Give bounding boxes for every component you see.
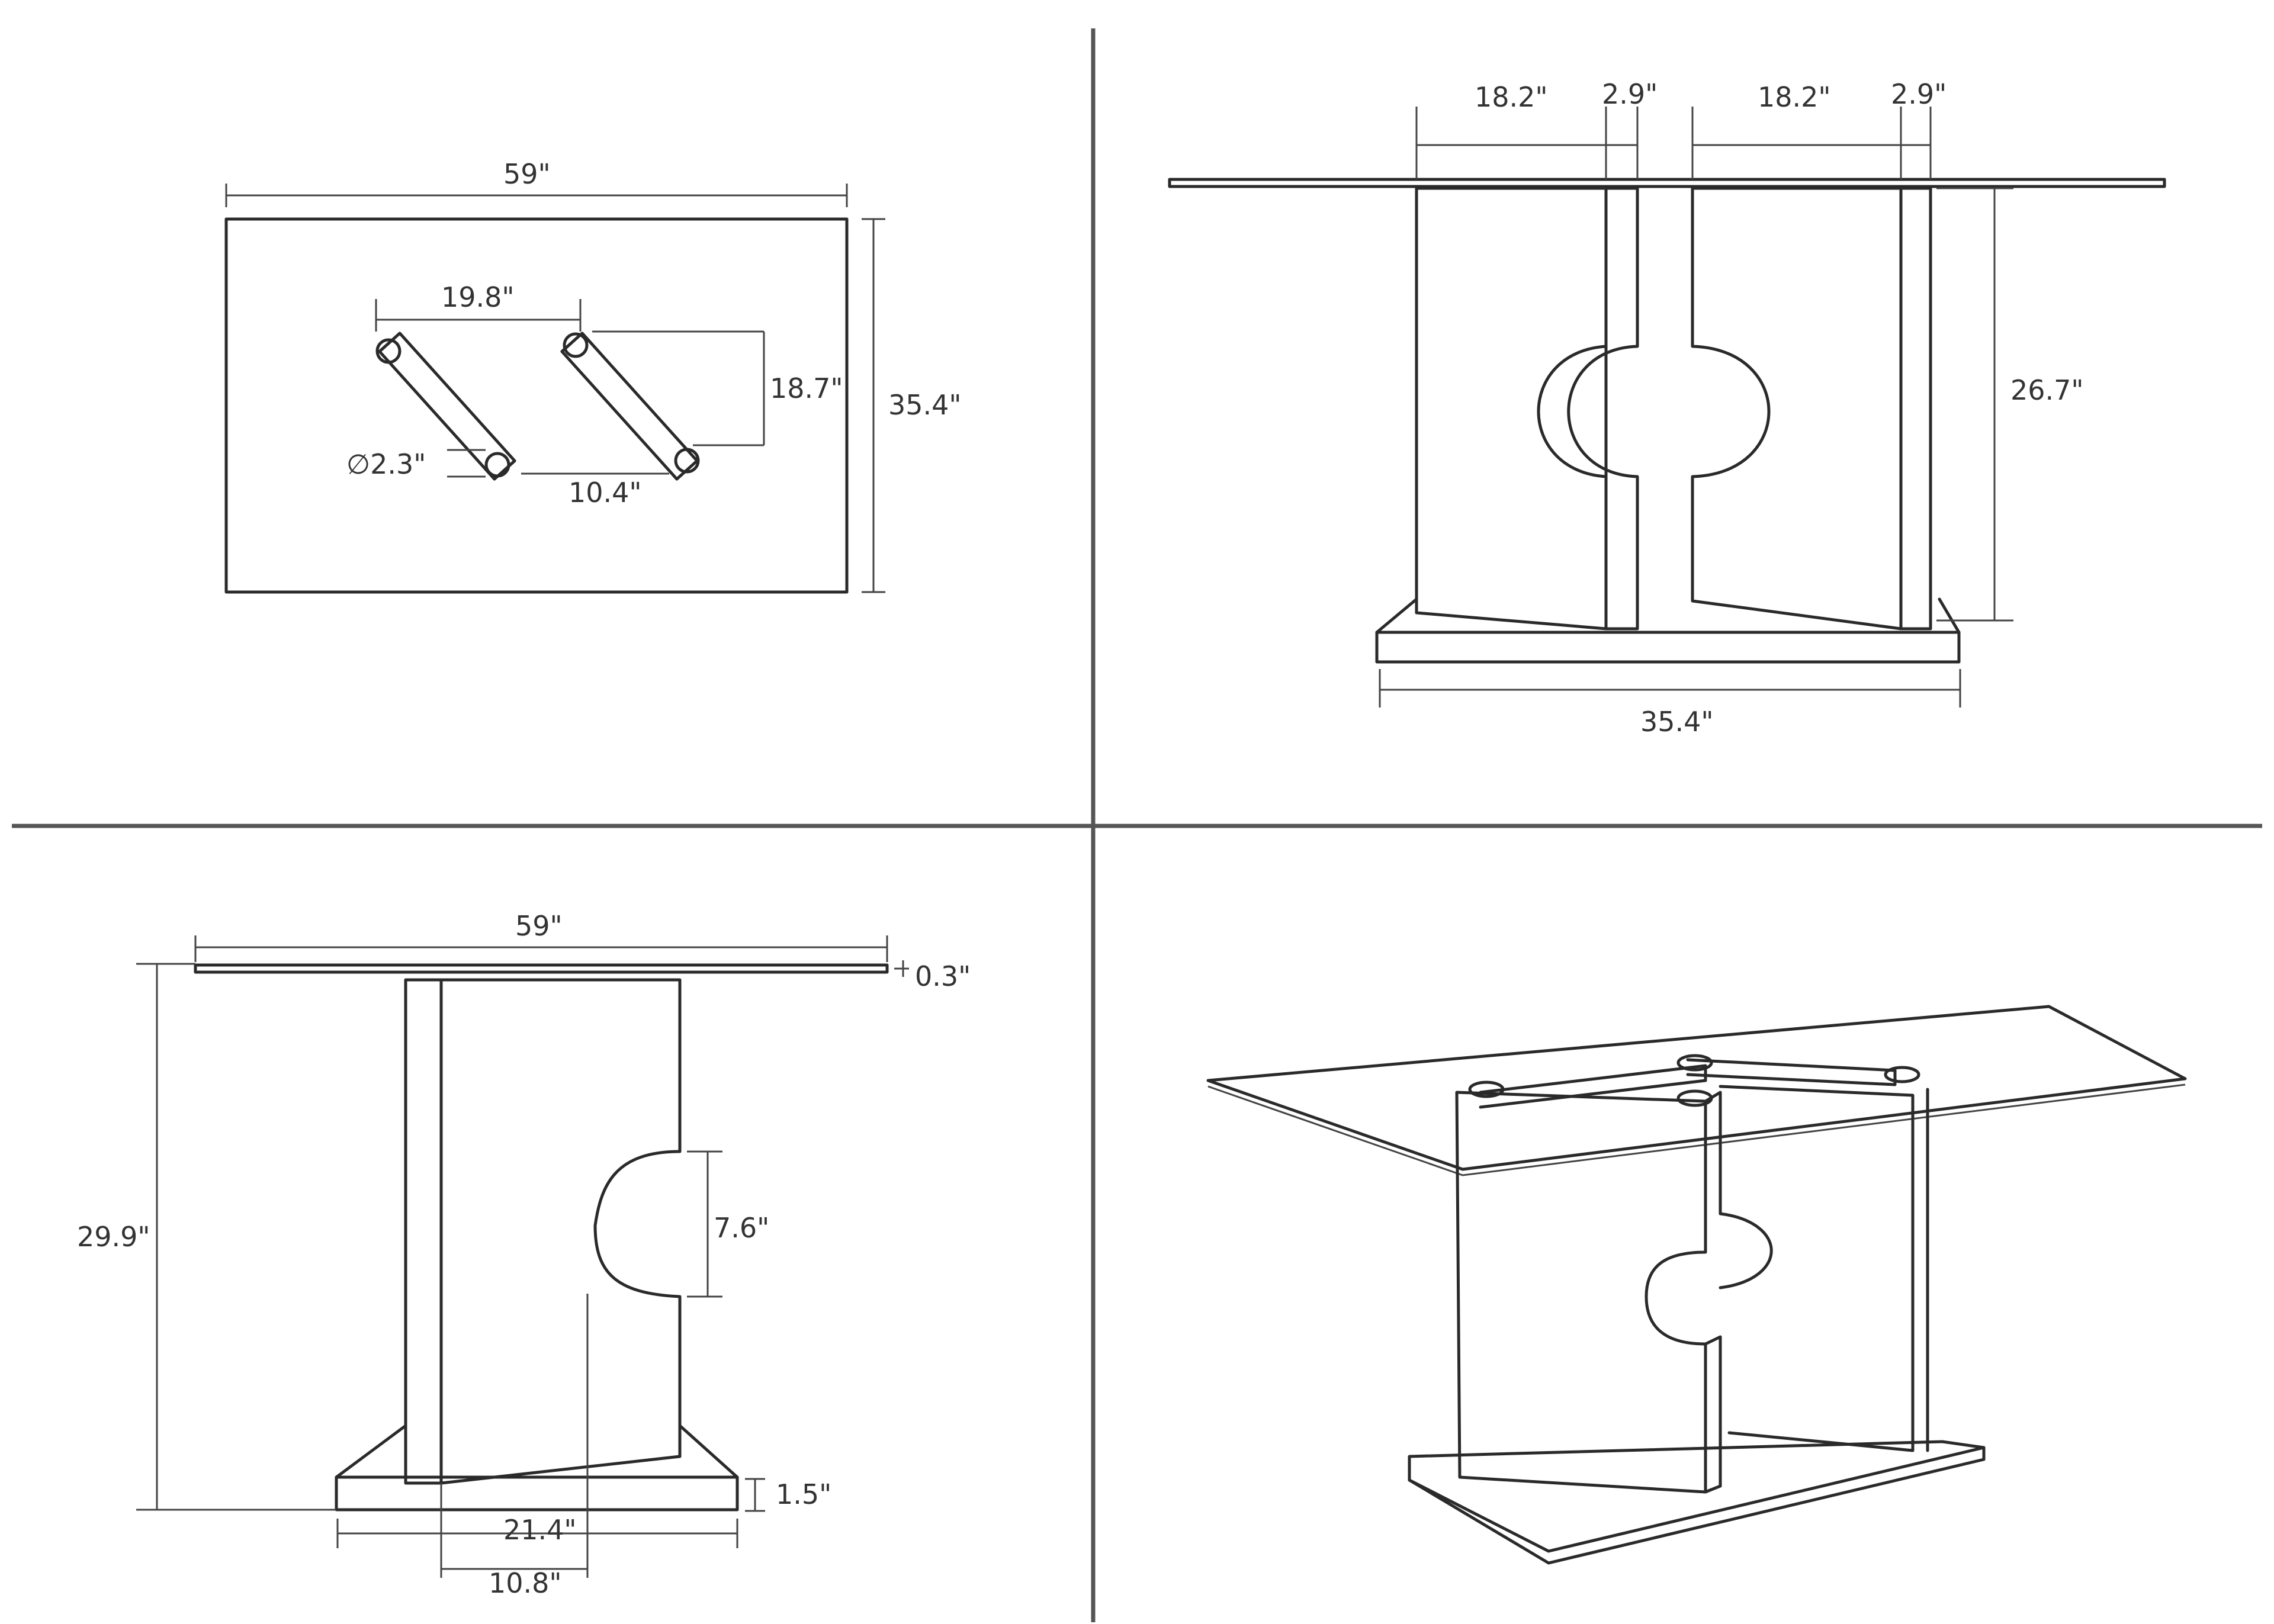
perspective-post-2 [1676,1054,1713,1072]
dim-post-diameter: ∅2.3" [346,448,426,480]
perspective-plinth [1408,1440,1986,1553]
dim-cutout-height: 7.6" [714,1212,769,1244]
dim-plinth-length: 21.4" [503,1514,577,1546]
dim-leg-gap: 10.4" [568,477,642,509]
side-glass-top [194,963,889,974]
post-left-top [375,338,402,364]
leg-right [560,332,699,481]
dim-panel-thickness-right: 2.9" [1891,78,1947,110]
left-panel [1415,186,1639,631]
dim-base-width: 35.4" [1640,706,1714,738]
leg-left [378,332,516,481]
top-view: 59" 35.4" 19.8" 18.7" ∅2.3" 10.4" [224,158,962,594]
dim-panel-depth: 10.8" [489,1567,562,1599]
perspective-glass-top [1206,1005,2187,1171]
dim-base-height: 26.7" [2010,374,2084,406]
perspective-front-panel [1455,1091,1707,1494]
tabletop-outline [224,217,849,594]
perspective-view [1206,1005,2187,1565]
dim-top-depth: 35.4" [888,389,962,421]
dim-top-width: 59" [503,158,551,190]
perspective-post-3 [1884,1066,1920,1083]
dim-leg-spacing: 19.8" [441,281,515,313]
dim-panel-thickness-left: 2.9" [1602,78,1658,110]
dim-panel-width-right: 18.2" [1758,81,1831,113]
dim-leg-offset: 18.7" [770,372,843,404]
dim-plinth-height: 1.5" [776,1478,831,1510]
front-view: 18.2" 2.9" 18.2" 2.9" 26.7" 35.4" [1168,78,2166,738]
post-right-top [563,332,589,358]
right-panel [1691,186,1932,631]
side-view: 59" 0.3" 29.9" 7.6" 1.5" 21.4" 10.8" [77,910,971,1599]
dim-total-height: 29.9" [77,1221,150,1253]
dim-glass-thickness: 0.3" [915,960,971,992]
perspective-brace-right [1686,1058,1897,1086]
front-plinth [1375,597,1961,664]
side-plinth [335,1424,739,1512]
perspective-post-1 [1468,1080,1505,1098]
post-left-bottom [484,452,510,478]
side-panel [404,978,682,1485]
glass-top [1168,178,2166,188]
perspective-rear-panel [1719,1085,1915,1452]
post-right-bottom [674,448,700,474]
dim-panel-width-left: 18.2" [1475,81,1548,113]
dim-side-length: 59" [515,910,563,942]
perspective-brace-left [1479,1064,1707,1109]
